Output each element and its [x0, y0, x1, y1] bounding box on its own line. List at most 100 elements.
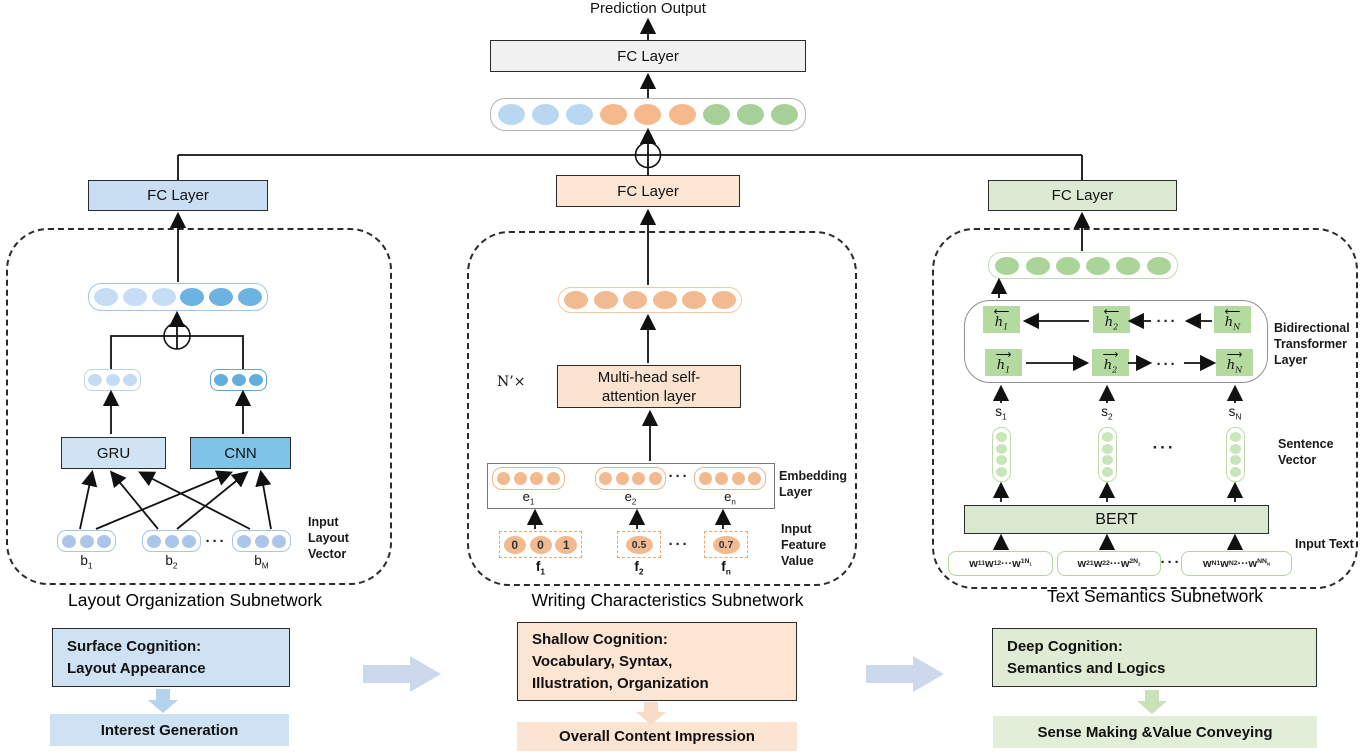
- shallow-cognition-box: Shallow Cognition:Vocabulary, Syntax,Ill…: [517, 622, 797, 701]
- node-dot: [731, 472, 745, 485]
- node-dot: [88, 374, 103, 386]
- fn-value: 0.7: [712, 535, 740, 554]
- prediction-output-label: Prediction Output: [590, 0, 706, 17]
- h-forward-1: ⟶h1: [985, 349, 1022, 376]
- node-dot: [61, 534, 76, 548]
- node-dot: [996, 443, 1007, 454]
- fc-layer-writing-box: FC Layer: [556, 175, 740, 207]
- node-dot: [530, 472, 544, 485]
- node-dot: [634, 104, 662, 125]
- b1-label: b1: [80, 553, 93, 571]
- embedding-e1-nodes: [492, 467, 565, 490]
- node-dot: [182, 534, 197, 548]
- writing-hidden-nodes: [558, 287, 742, 313]
- node-dot: [682, 291, 707, 309]
- sentence-vector-1: [992, 427, 1011, 482]
- bt-forward-ellipsis: ···: [1156, 356, 1178, 373]
- node-dot: [254, 534, 269, 548]
- h-forward-N: ⟶hN: [1216, 349, 1253, 376]
- node-dot: [1025, 256, 1050, 275]
- s2-label: s2: [1101, 404, 1113, 422]
- node-dot: [698, 472, 712, 485]
- bt-backward-ellipsis: ···: [1156, 313, 1178, 330]
- node-dot: [146, 534, 161, 548]
- writing-subnetwork-container: [467, 231, 857, 586]
- fn-label: fn: [721, 559, 731, 577]
- node-dot: [1230, 455, 1241, 466]
- f1-label: f1: [535, 559, 546, 577]
- node-dot: [498, 104, 526, 125]
- node-dot: [715, 472, 729, 485]
- node-dot: [748, 472, 762, 485]
- layout-subnetwork-container: [6, 228, 392, 585]
- down-arrow-green-icon: [1137, 690, 1167, 714]
- node-dot: [652, 291, 677, 309]
- node-dot: [97, 534, 112, 548]
- f2-value: 0.5: [625, 535, 653, 554]
- layout-subnetwork-title: Layout Organization Subnetwork: [68, 590, 322, 610]
- node-dot: [122, 374, 137, 386]
- input-text-label: Input Text: [1295, 537, 1354, 551]
- node-dot: [736, 104, 764, 125]
- fc-layer-semantics-box: FC Layer: [988, 180, 1177, 211]
- feature-f1-box: 0 0 1: [499, 531, 582, 558]
- semantics-subnetwork-title: Text Semantics Subnetwork: [1047, 586, 1263, 606]
- node-dot: [623, 291, 648, 309]
- embedding-ellipsis: ···: [668, 468, 690, 485]
- interest-generation-box: Interest Generation: [50, 714, 289, 746]
- left-arrow-icon: ⟵: [1103, 306, 1120, 318]
- node-dot: [122, 288, 147, 306]
- feature-ellipsis: ···: [668, 536, 690, 553]
- input-text-ellipsis: ···: [1160, 554, 1182, 571]
- right-arrow-icon: ⟶: [1226, 349, 1243, 361]
- node-dot: [231, 374, 246, 386]
- node-dot: [615, 472, 629, 485]
- layout-input-vector-b2: [142, 530, 201, 552]
- node-dot: [1116, 256, 1141, 275]
- node-dot: [702, 104, 730, 125]
- fc-layer-top-box: FC Layer: [490, 40, 806, 72]
- embedding-en-nodes: [694, 467, 766, 490]
- node-dot: [248, 374, 263, 386]
- node-dot: [600, 104, 628, 125]
- deep-cognition-box: Deep Cognition:Semantics and Logics: [992, 628, 1317, 687]
- left-arrow-icon: ⟵: [1224, 306, 1241, 318]
- sum-icon-top: [634, 141, 662, 169]
- surface-cognition-box: Surface Cognition:Layout Appearance: [52, 628, 290, 687]
- layout-input-ellipsis: ···: [205, 533, 227, 550]
- f1-value-0: 0: [503, 535, 526, 554]
- node-dot: [209, 288, 234, 306]
- semantics-subnetwork-container: [932, 228, 1358, 589]
- node-dot: [668, 104, 696, 125]
- node-dot: [1230, 432, 1241, 443]
- bert-box: BERT: [964, 505, 1269, 534]
- layout-input-vector-bM: [232, 530, 291, 552]
- layout-hidden-nodes: [88, 283, 268, 311]
- multi-head-attention-box: Multi-head self-attention layer: [557, 365, 741, 408]
- node-dot: [996, 432, 1007, 443]
- right-arrow-icon: ⟶: [1102, 349, 1119, 361]
- node-dot: [1146, 256, 1171, 275]
- semantics-hidden-nodes: [988, 252, 1178, 279]
- f1-value-2: 1: [555, 535, 578, 554]
- right-arrow-1-icon: [363, 656, 441, 692]
- b2-label: b2: [165, 553, 178, 571]
- h-backward-1: ⟵h1: [983, 306, 1020, 333]
- sense-making-box: Sense Making &Value Conveying: [993, 716, 1317, 748]
- sN-label: sN: [1228, 404, 1242, 422]
- f1-value-1: 0: [529, 535, 552, 554]
- right-arrow-2-icon: [866, 656, 944, 692]
- node-dot: [1086, 256, 1111, 275]
- node-dot: [996, 466, 1007, 477]
- node-dot: [593, 291, 618, 309]
- feature-fn-box: 0.7: [704, 531, 748, 558]
- e2-label: e2: [624, 489, 637, 507]
- node-dot: [105, 374, 120, 386]
- node-dot: [1055, 256, 1080, 275]
